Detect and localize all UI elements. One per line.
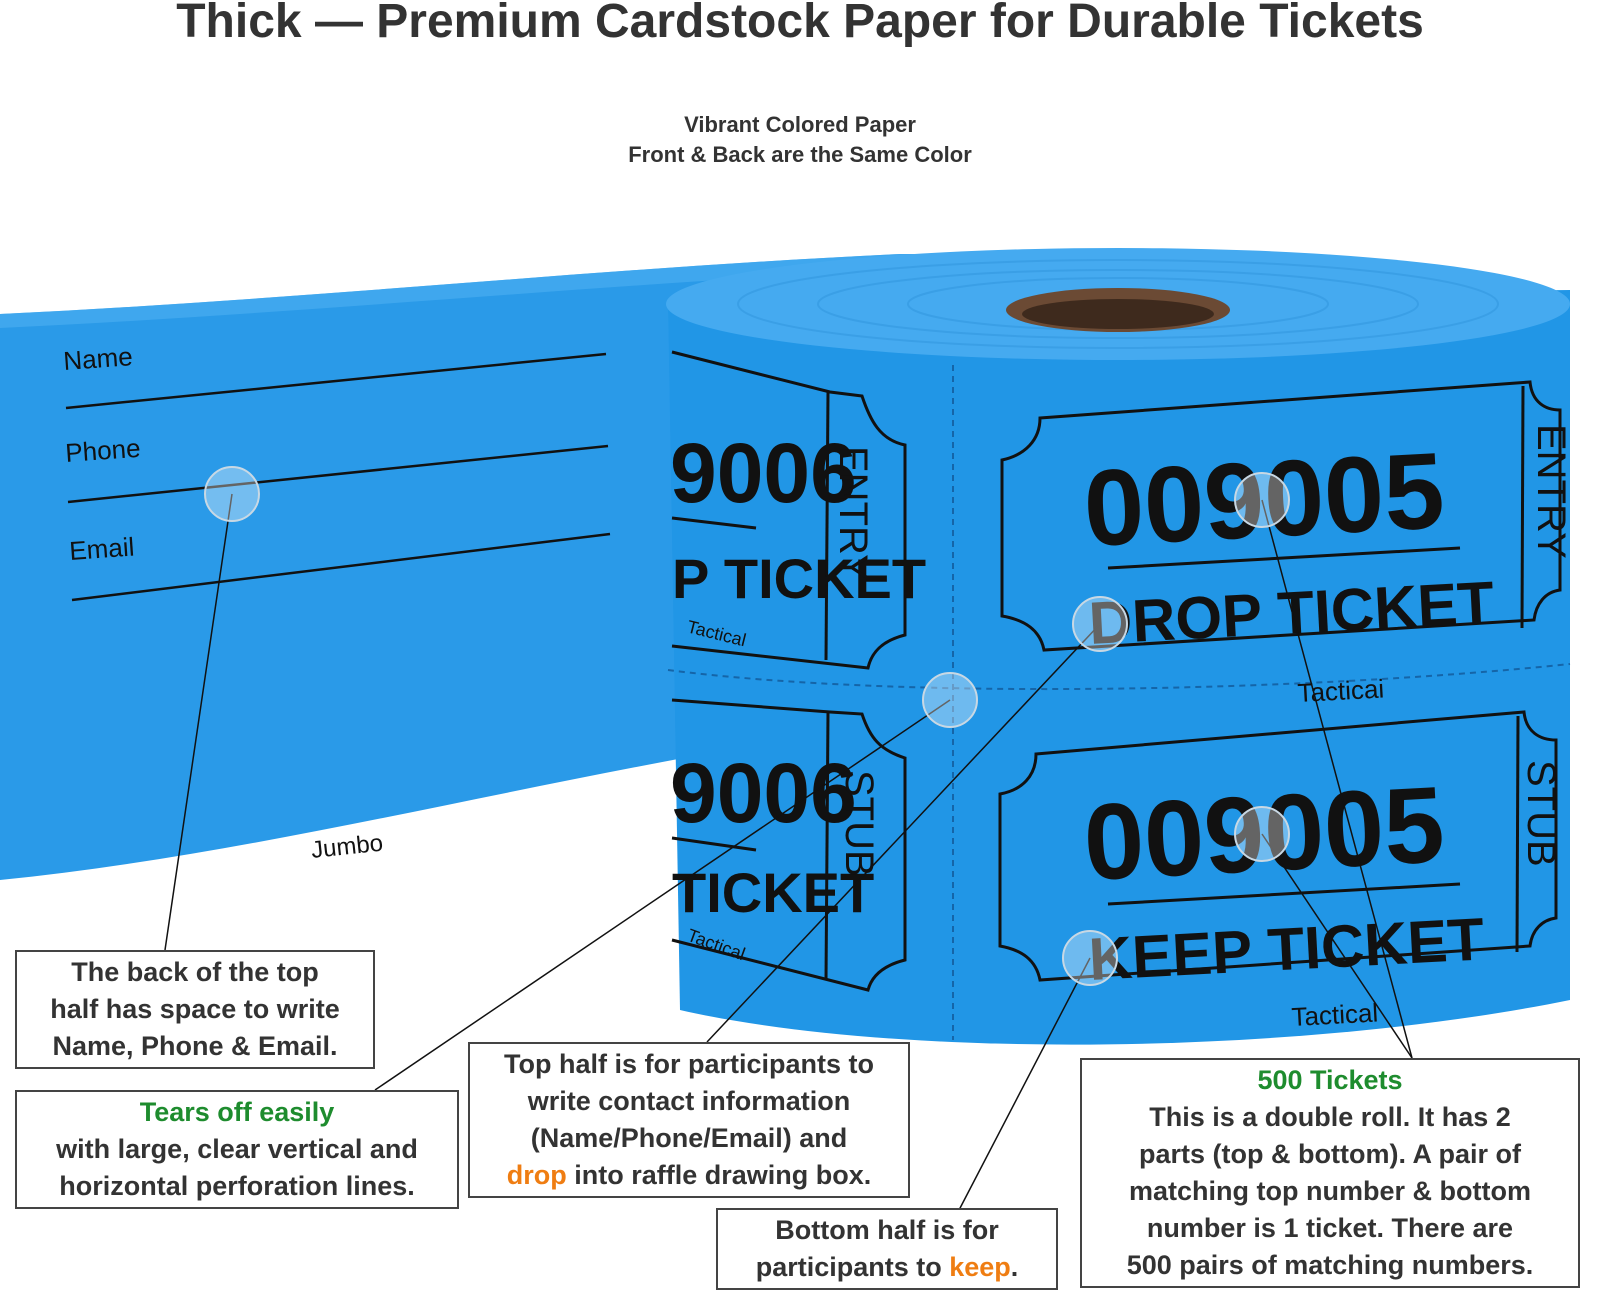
callout-top-line-4: drop into raffle drawing box.	[478, 1157, 900, 1194]
right-top-side: ENTRY	[1529, 424, 1573, 559]
callout-tears-line-2: horizontal perforation lines.	[59, 1171, 415, 1201]
drop-highlight: drop	[506, 1160, 567, 1190]
left-bottom-number: 9006	[670, 746, 857, 840]
callout-top-line-3: (Name/Phone/Email) and	[530, 1123, 848, 1153]
subtitle-line-2: Front & Back are the Same Color	[628, 142, 972, 167]
callout-back-of-ticket: The back of the top half has space to wr…	[15, 950, 375, 1069]
email-label: Email	[68, 532, 135, 566]
callout-500-tickets: 500 Tickets This is a double roll. It ha…	[1080, 1058, 1580, 1288]
callout-tickets-line-5: 500 pairs of matching numbers.	[1126, 1250, 1534, 1280]
callout-bottom-line-2-end: .	[1010, 1252, 1019, 1282]
callout-tears-heading: Tears off easily	[139, 1097, 335, 1127]
horizontal-perforation	[667, 663, 1571, 691]
marker-back-writing	[204, 466, 260, 522]
callout-bottom-half: Bottom half is for participants to keep.	[716, 1208, 1058, 1290]
left-top-side: ENTRY	[831, 446, 875, 581]
marker-perforation	[922, 672, 978, 728]
subtitle-line-1: Vibrant Colored Paper	[684, 112, 916, 137]
right-bottom-brand: Tactical	[1291, 997, 1379, 1031]
callout-tickets-line-1: This is a double roll. It has 2	[1149, 1102, 1511, 1132]
right-bottom-number: 009005	[1081, 763, 1447, 903]
leader-lines	[164, 493, 1413, 1213]
callout-bottom-line-1: Bottom half is for	[775, 1215, 999, 1245]
callout-tears-line-1: with large, clear vertical and	[56, 1134, 418, 1164]
right-bottom-side: STUB	[1519, 760, 1563, 867]
callout-top-line-2: write contact information	[527, 1086, 851, 1116]
marker-bottom-number	[1234, 806, 1290, 862]
marker-drop-ticket	[1072, 596, 1128, 652]
page-title: Thick — Premium Cardstock Paper for Dura…	[176, 0, 1424, 48]
marker-keep-ticket	[1062, 930, 1118, 986]
highlight-markers	[204, 466, 1290, 986]
left-bottom-text: TICKET	[672, 861, 874, 924]
callout-tickets-heading: 500 Tickets	[1257, 1065, 1403, 1095]
callout-bottom-line-2: participants to keep.	[726, 1249, 1048, 1286]
right-top-brand: Tacticai	[1297, 673, 1385, 707]
phone-label: Phone	[64, 433, 141, 468]
keep-highlight: keep	[949, 1252, 1011, 1282]
callout-back-line-3: Name, Phone & Email.	[52, 1031, 338, 1061]
left-top-text: P TICKET	[672, 547, 926, 610]
callout-back-line-2: half has space to write	[50, 994, 340, 1024]
name-label: Name	[62, 341, 133, 376]
callout-tickets-line-4: number is 1 ticket. There are	[1146, 1213, 1514, 1243]
callout-tickets-line-2: parts (top & bottom). A pair of	[1139, 1139, 1521, 1169]
callout-top-half: Top half is for participants to write co…	[468, 1042, 910, 1198]
marker-top-number	[1234, 472, 1290, 528]
callout-top-line-1: Top half is for participants to	[503, 1049, 874, 1079]
callout-back-line-1: The back of the top	[71, 957, 319, 987]
phone-write-line	[67, 444, 609, 504]
brand-label: Jumbo	[310, 830, 384, 864]
callout-tears-off: Tears off easily with large, clear verti…	[15, 1090, 459, 1209]
callout-top-line-4-rest: into raffle drawing box.	[566, 1160, 872, 1190]
email-write-line	[71, 532, 611, 602]
subtitle: Vibrant Colored Paper Front & Back are t…	[0, 110, 1600, 170]
callout-bottom-line-2-start: participants to	[755, 1252, 950, 1282]
ticket-roll: 9006 P TICKET Tactical ENTRY 9006 TICKET…	[666, 248, 1573, 1045]
left-top-number: 9006	[670, 426, 857, 520]
name-write-line	[65, 352, 607, 410]
callout-tickets-line-3: matching top number & bottom	[1129, 1176, 1531, 1206]
left-bottom-side: STUB	[837, 770, 881, 877]
right-top-number: 009005	[1081, 429, 1447, 569]
